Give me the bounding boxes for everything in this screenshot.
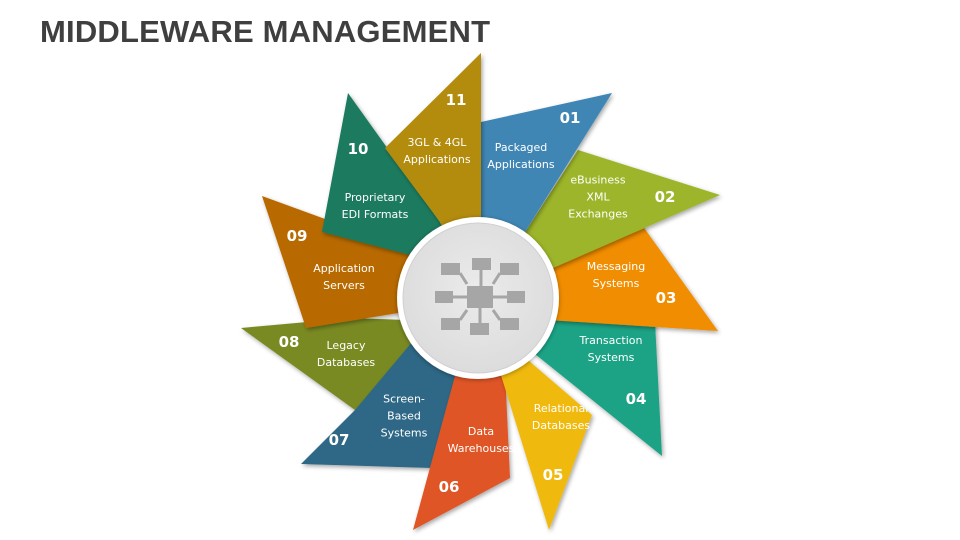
page-title: MIDDLEWARE MANAGEMENT	[40, 14, 491, 49]
petal-02-number: 02	[654, 188, 676, 206]
petal-05-number: 05	[542, 466, 564, 484]
petal-10-number: 10	[347, 140, 369, 158]
petal-08-number: 08	[278, 333, 300, 351]
petal-06-number: 06	[438, 478, 460, 496]
petal-01-number: 01	[559, 109, 581, 127]
petal-03-number: 03	[655, 289, 677, 307]
petal-07-number: 07	[328, 431, 350, 449]
network-hub-icon	[435, 258, 525, 335]
petal-09-number: 09	[286, 227, 308, 245]
petal-11-number: 11	[445, 91, 467, 109]
petal-04-number: 04	[625, 390, 647, 408]
